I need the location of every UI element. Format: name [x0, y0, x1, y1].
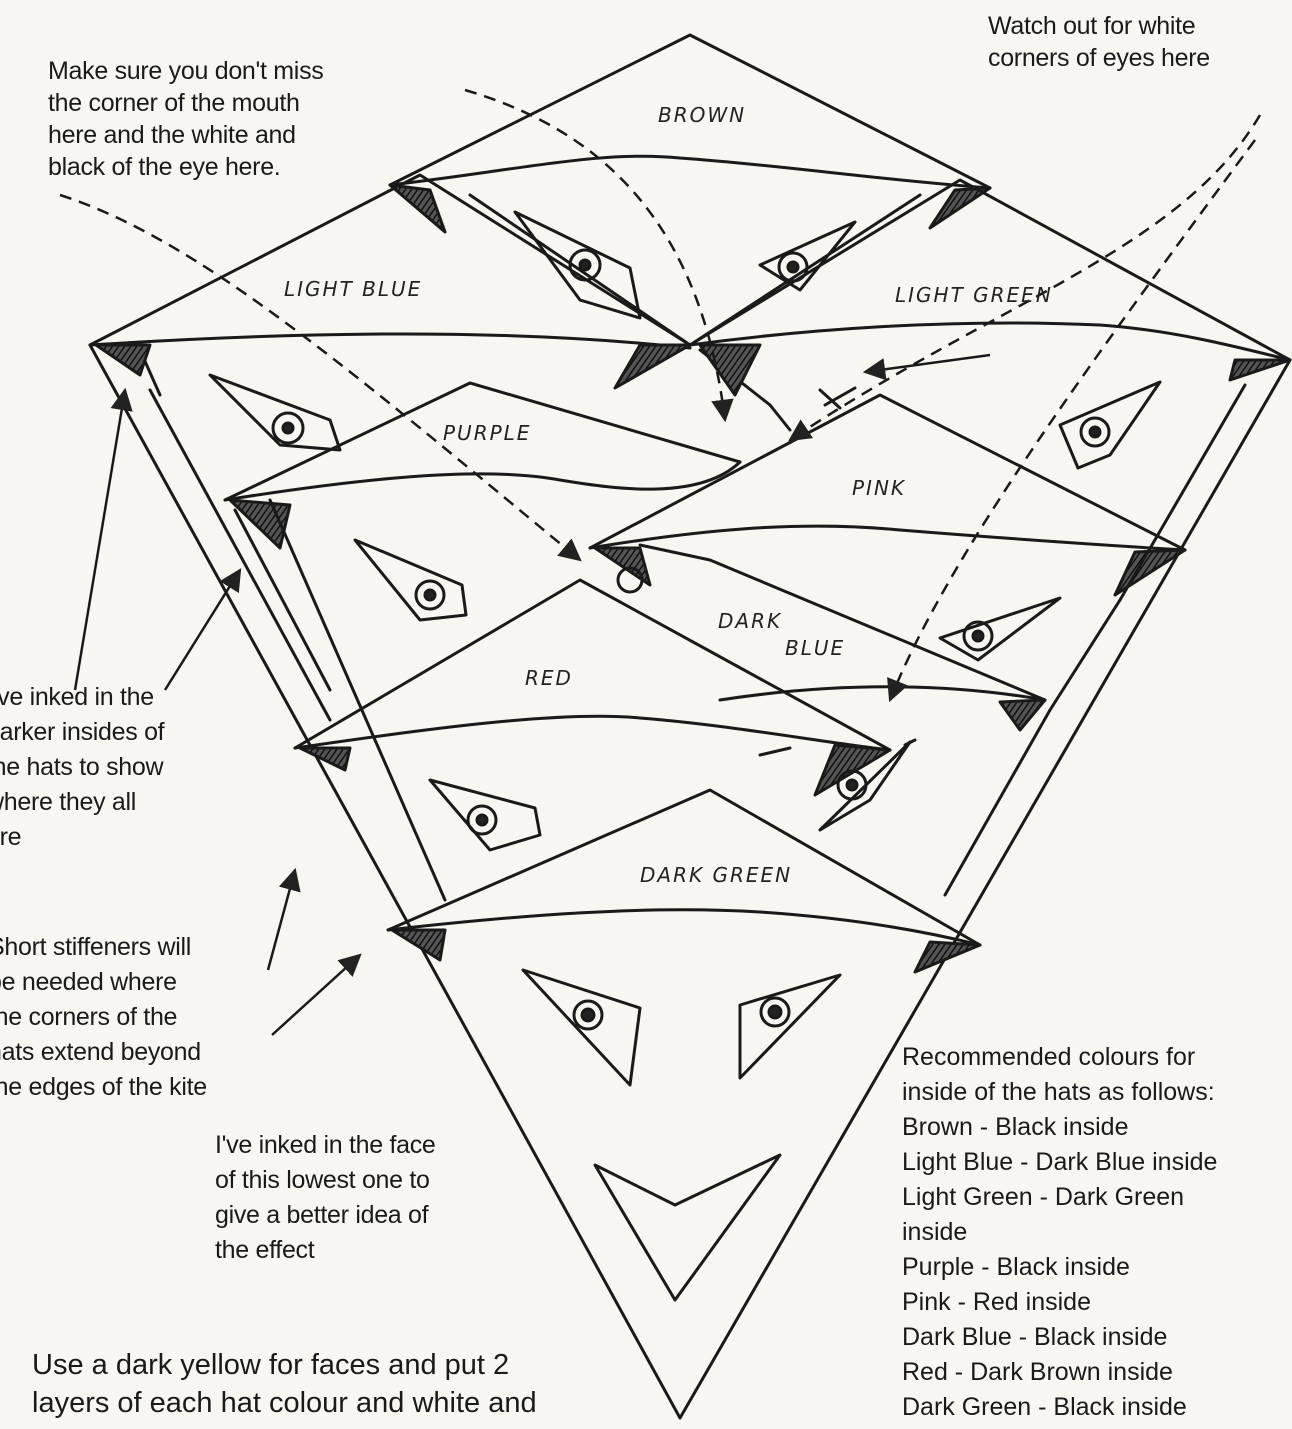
- bottom-note: Use a dark yellow for faces and put 2 la…: [32, 1346, 537, 1422]
- note-line: I've inked in the: [0, 680, 164, 715]
- colour-key-heading: Recommended colours for: [902, 1040, 1217, 1075]
- note-line: Short stiffeners will: [0, 930, 207, 965]
- arrow-inked-1: [75, 390, 125, 690]
- note-line: are: [0, 820, 164, 855]
- label-dark-blue-1: DARK: [718, 609, 782, 633]
- arrow-light-green: [865, 355, 990, 372]
- colour-key-item: Dark Green - Black inside: [902, 1390, 1217, 1425]
- label-dark-blue-2: BLUE: [785, 636, 845, 660]
- note-line: here and the white and: [48, 119, 323, 151]
- hat-red: [295, 580, 910, 850]
- hat-purple: [225, 383, 740, 620]
- note-line: the hats to show: [0, 750, 164, 785]
- label-brown: BROWN: [658, 103, 746, 127]
- face: [523, 970, 840, 1300]
- colour-key: Recommended colours for inside of the ha…: [902, 1040, 1217, 1425]
- mouth: [595, 1155, 780, 1300]
- note-inked-face: I've inked in the face of this lowest on…: [215, 1128, 436, 1268]
- note-stiffeners: Short stiffeners will be needed where th…: [0, 930, 207, 1105]
- note-line: I've inked in the face: [215, 1128, 436, 1163]
- label-pink: PINK: [852, 476, 906, 500]
- note-line: of this lowest one to: [215, 1163, 436, 1198]
- label-purple: PURPLE: [443, 421, 531, 445]
- colour-key-item: Light Blue - Dark Blue inside: [902, 1145, 1217, 1180]
- colour-key-item: Dark Blue - Black inside: [902, 1320, 1217, 1355]
- note-line: darker insides of: [0, 715, 164, 750]
- note-line: the corners of the: [0, 1000, 207, 1035]
- arrow-white-corners-1: [790, 115, 1260, 440]
- colour-key-item: Purple - Black inside: [902, 1250, 1217, 1285]
- label-red: RED: [525, 666, 573, 690]
- colour-key-item: Brown - Black inside: [902, 1110, 1217, 1145]
- note-line: black of the eye here.: [48, 151, 323, 183]
- colour-key-item: Pink - Red inside: [902, 1285, 1217, 1320]
- note-line: be needed where: [0, 965, 207, 1000]
- arrow-eye-dashed: [60, 195, 580, 560]
- note-line: where they all: [0, 785, 164, 820]
- bottom-note-line: Use a dark yellow for faces and put 2: [32, 1346, 537, 1384]
- label-light-blue: LIGHT BLUE: [284, 277, 422, 301]
- colour-key-item: Red - Dark Brown inside: [902, 1355, 1217, 1390]
- note-line: the edges of the kite: [0, 1070, 207, 1105]
- note-line: corners of eyes here: [988, 42, 1210, 74]
- note-line: the corner of the mouth: [48, 87, 323, 119]
- note-mouth-eye: Make sure you don't miss the corner of t…: [48, 55, 323, 183]
- colour-key-item: inside: [902, 1215, 1217, 1250]
- arrow-inked-2: [165, 570, 240, 690]
- note-line: the effect: [215, 1233, 436, 1268]
- note-line: give a better idea of: [215, 1198, 436, 1233]
- colour-key-item: Light Green - Dark Green: [902, 1180, 1217, 1215]
- colour-key-heading: inside of the hats as follows:: [902, 1075, 1217, 1110]
- label-dark-green: DARK GREEN: [640, 863, 792, 887]
- arrow-stiffener-1: [268, 870, 295, 970]
- note-white-corners: Watch out for white corners of eyes here: [988, 10, 1210, 74]
- label-light-green: LIGHT GREEN: [895, 283, 1053, 307]
- note-line: Make sure you don't miss: [48, 55, 323, 87]
- bottom-note-line: layers of each hat colour and white and: [32, 1384, 537, 1422]
- note-line: hats extend beyond: [0, 1035, 207, 1070]
- hat-light-blue: [90, 175, 690, 450]
- note-inked-insides: I've inked in the darker insides of the …: [0, 680, 164, 855]
- hat-light-green: [690, 180, 1290, 468]
- note-line: Watch out for white: [988, 10, 1210, 42]
- arrow-stiffener-2: [272, 955, 360, 1035]
